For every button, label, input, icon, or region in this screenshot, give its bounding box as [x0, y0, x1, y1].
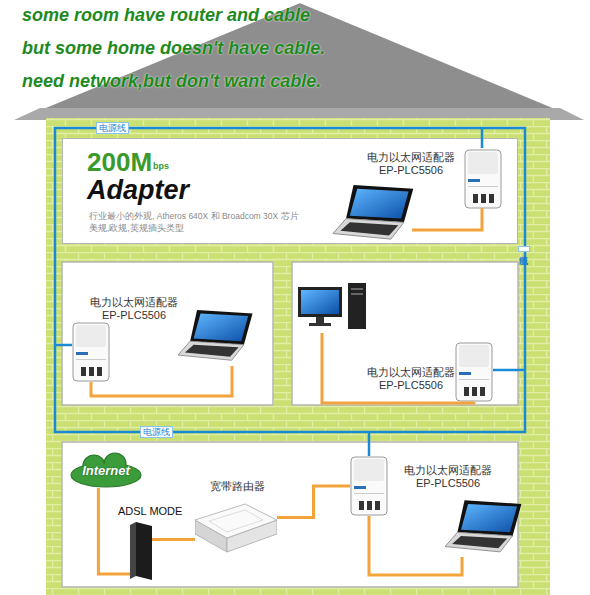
device-label: 电力以太网适配器 EP-PLC5506: [363, 366, 459, 392]
feature-note: 行业最小的外观, Atheros 640X 和 Broadcom 30X 芯片: [89, 211, 299, 223]
adsl-modem: ADSL MODE: [130, 522, 152, 580]
power-line-label: 电源线: [518, 246, 530, 252]
powerline-adapter-shape: [72, 322, 110, 382]
desktop-computer: [298, 283, 366, 329]
power-line-label: 电源线: [140, 426, 173, 438]
ethernet-cable: [322, 333, 474, 403]
headline: but some home doesn't have cable.: [22, 38, 325, 59]
room: [292, 262, 518, 405]
ethernet-cable: [91, 366, 232, 396]
power-line-stub: [493, 369, 525, 372]
feature-note: 美规,欧规,英规插头类型: [89, 223, 184, 235]
laptop: [445, 500, 521, 552]
powerline-adapter-shape: [350, 456, 388, 516]
internet-cloud: Internet: [68, 452, 144, 488]
power-line-stub: [55, 344, 72, 347]
room: [62, 262, 273, 405]
room: [62, 442, 518, 587]
headline: some room have router and cable: [22, 5, 310, 26]
ethernet-cable: [277, 486, 350, 518]
powerline-adapter-shape: [464, 149, 502, 209]
cloud-label: Internet: [82, 463, 130, 478]
powerline-adapter: 电力以太网适配器 EP-PLC5506: [350, 456, 388, 516]
modem-shape: [130, 522, 152, 580]
speed-unit: bps: [153, 161, 169, 171]
laptop: [178, 310, 253, 360]
router-shape: [195, 498, 277, 554]
powerline-adapter: 电力以太网适配器 EP-PLC5506: [455, 342, 493, 402]
room-box: 200MbpsAdapter 行业最小的外观, Atheros 640X 和 Br…: [62, 138, 518, 244]
power-line-stub: [481, 128, 484, 148]
powerline-adapter-shape: [455, 342, 493, 402]
device-label: 电力以太网适配器 EP-PLC5506: [400, 464, 496, 490]
device-label: 电力以太网适配器 EP-PLC5506: [363, 151, 459, 177]
powerline-adapter: 电力以太网适配器 EP-PLC5506: [464, 149, 502, 209]
roof: [14, 2, 584, 120]
device-label: 电力以太网适配器 EP-PLC5506: [86, 296, 182, 322]
ethernet-cable: [98, 488, 130, 574]
ethernet-cable: [152, 538, 195, 541]
headline: need network,but don't want cable.: [22, 71, 321, 92]
product-heading: Adapter: [87, 175, 189, 206]
power-line-label: 电源线: [96, 122, 129, 134]
powerline-adapter: 电力以太网适配器 EP-PLC5506: [72, 322, 110, 382]
brick-wall: [46, 118, 550, 595]
broadband-router: 宽带路由器: [195, 498, 277, 554]
power-line-stub: [368, 432, 371, 456]
device-label: 宽带路由器: [210, 479, 265, 494]
power-line: [55, 128, 525, 432]
device-label: ADSL MODE: [118, 505, 182, 517]
speed-heading: 200M: [87, 147, 152, 178]
